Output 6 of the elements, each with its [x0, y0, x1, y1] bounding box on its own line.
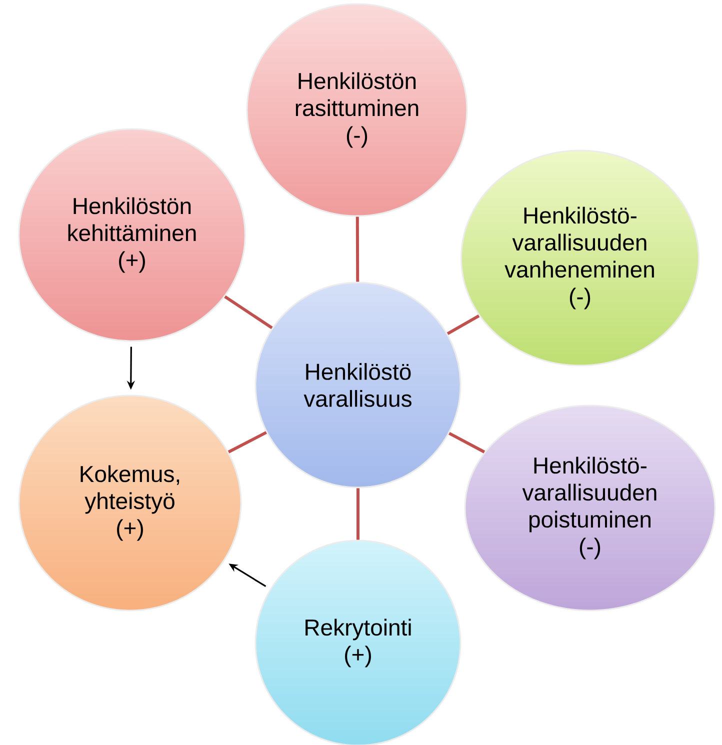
- connector-line: [446, 314, 480, 336]
- connector-line: [224, 295, 273, 330]
- connector-line: [448, 432, 486, 454]
- connector-line: [356, 488, 360, 540]
- connector-line: [228, 431, 267, 454]
- connector-line: [356, 216, 360, 282]
